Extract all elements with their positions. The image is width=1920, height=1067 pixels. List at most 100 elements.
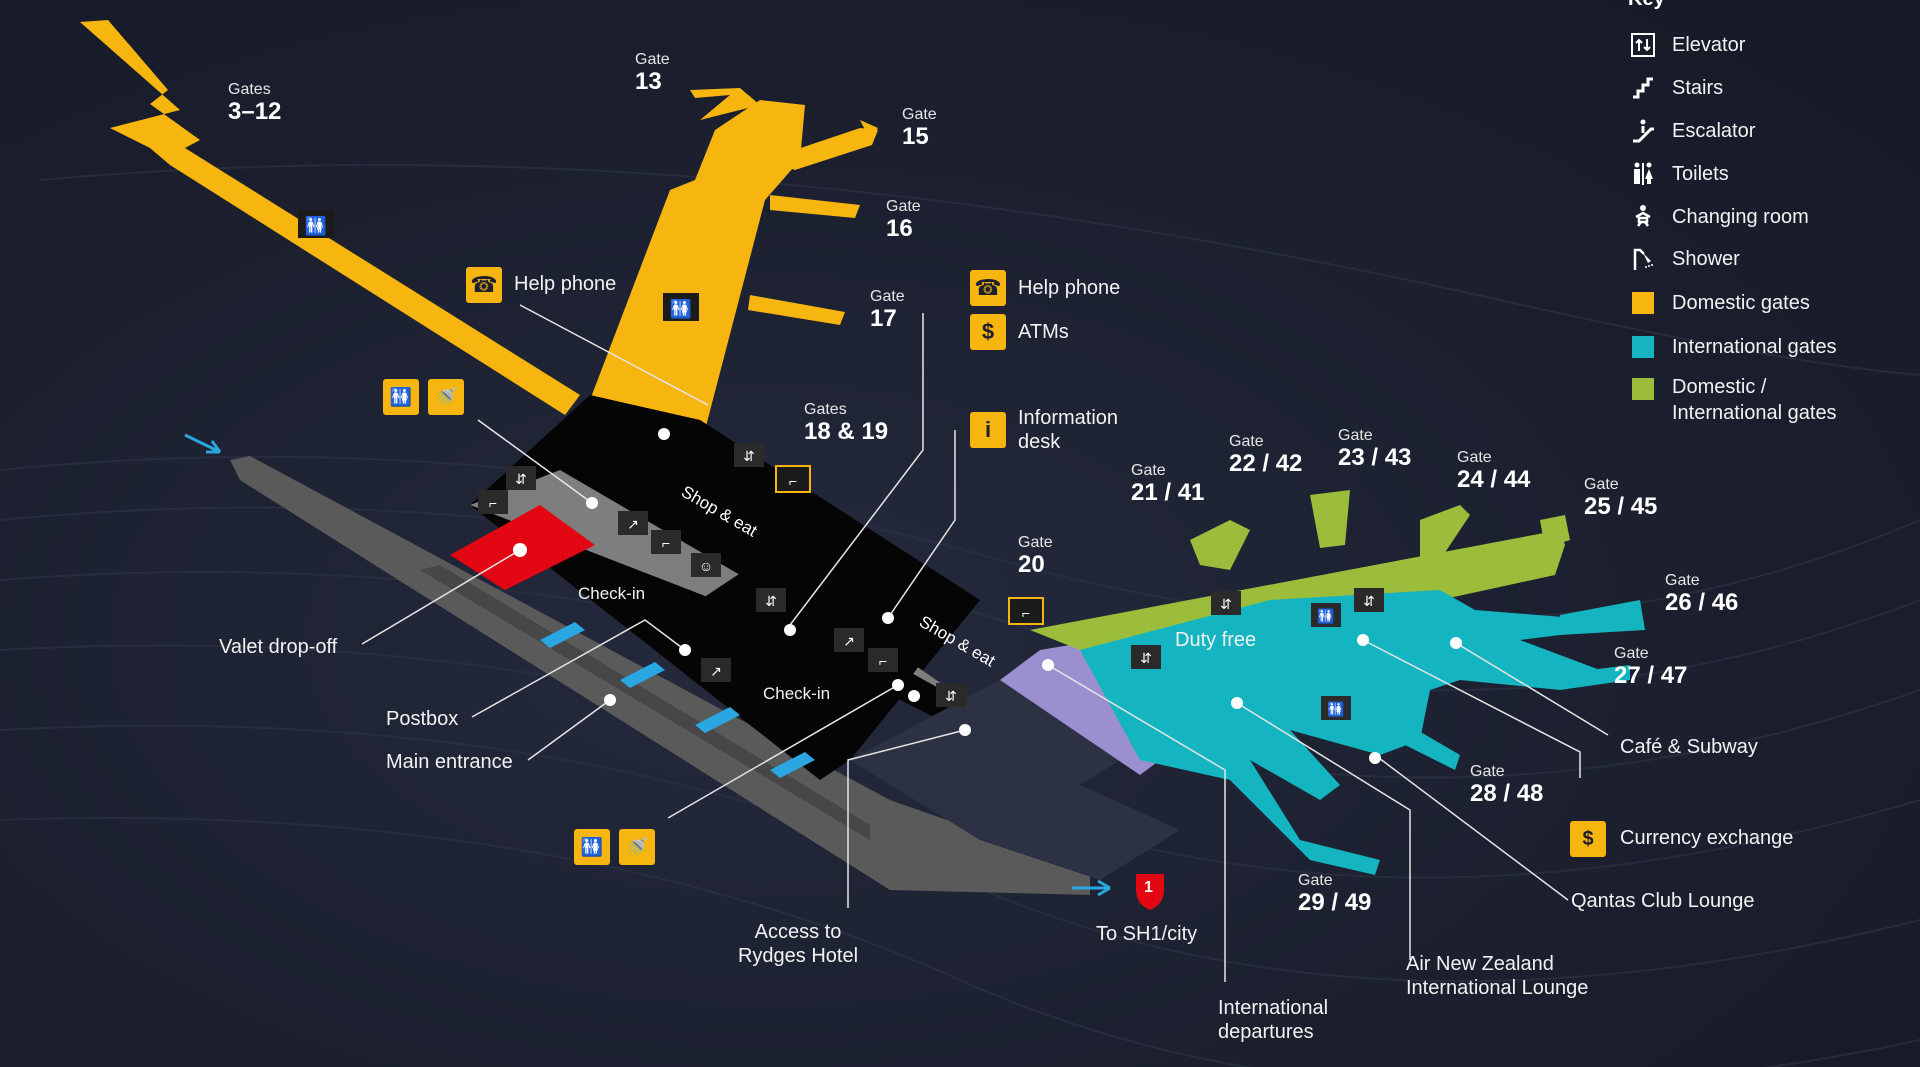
elevator-icon: ⇵: [1354, 588, 1384, 612]
gate-23-43-label: Gate 23 / 43: [1338, 427, 1412, 471]
elevator-icon: ⇵: [936, 683, 966, 707]
svg-text:⇵: ⇵: [1220, 596, 1232, 612]
svg-text:↗: ↗: [627, 516, 639, 532]
gate-18-19-label: Gates 18 & 19: [804, 401, 889, 445]
escalator-icon: ↗: [618, 511, 648, 535]
leader-lines: [361, 304, 1609, 982]
svg-text:⌐: ⌐: [489, 495, 497, 511]
air-nz-lounge-label: Air New Zealand International Lounge: [1406, 953, 1589, 999]
toilets-icon: 🚻: [663, 293, 699, 321]
domestic-pier-13-17: [590, 88, 878, 430]
help-phone-label-1: Help phone: [514, 273, 617, 295]
checkin-label-2: Check-in: [763, 684, 831, 703]
legend-row-elevator: Elevator: [1628, 30, 1745, 60]
sh1-shield-icon: [1136, 874, 1164, 910]
qantas-lounge-label: Qantas Club Lounge: [1571, 890, 1755, 912]
stairs-icon: ⌐: [868, 648, 898, 672]
shower-icon: [1628, 244, 1658, 274]
legend-label: Toilets: [1672, 163, 1729, 185]
legend-label: Elevator: [1672, 34, 1746, 56]
svg-text:⌐: ⌐: [662, 535, 670, 551]
legend-label: Shower: [1672, 248, 1740, 270]
toilets-icon: 🚻: [1311, 603, 1341, 627]
rydges-access-area: [850, 680, 1180, 880]
svg-text:🚻: 🚻: [305, 215, 327, 236]
valet-dropoff-label: Valet drop-off: [219, 636, 338, 658]
legend-label: Domestic / International gates: [1672, 376, 1837, 424]
gate-26-46-label: Gate 26 / 46: [1665, 572, 1739, 616]
elevator-icon: ⇵: [1131, 645, 1161, 669]
stairs-icon: [1628, 73, 1658, 103]
access-rydges-label: Access to Rydges Hotel: [737, 921, 859, 967]
currency-exchange-icon: $: [1570, 821, 1606, 857]
help-phone-icon: ☎: [466, 267, 502, 303]
gate-22-42-label: Gate 22 / 42: [1229, 433, 1303, 477]
legend-label: Escalator: [1672, 120, 1756, 142]
toilets-icon: 🚻: [1321, 696, 1351, 720]
legend-row-shower: Shower: [1628, 244, 1740, 274]
information-icon: i: [970, 412, 1006, 448]
gate-13-label: Gate 13: [635, 51, 670, 95]
svg-text:⇵: ⇵: [515, 471, 527, 487]
legend-row-stairs: Stairs: [1628, 73, 1723, 103]
gate-29-49-label: Gate 29 / 49: [1298, 872, 1372, 916]
stairs-icon: ⌐: [651, 530, 681, 554]
gate-28-48-label: Gate 28 / 48: [1470, 763, 1544, 807]
escalator-icon: [1628, 116, 1658, 146]
gate-16-label: Gate 16: [886, 198, 921, 242]
elevator-icon: [1628, 30, 1658, 60]
legend-title: Key: [1628, 0, 1665, 11]
shower-icon: 🚿: [619, 829, 655, 865]
stairs-icon: ⌐: [478, 490, 508, 514]
elevator-icon: ⇵: [756, 588, 786, 612]
svg-text:☺: ☺: [699, 558, 713, 574]
gate-17-label: Gate 17: [870, 288, 905, 332]
domestic-international-pier: [1030, 490, 1570, 660]
help-phone-label-2: Help phone: [1018, 277, 1121, 299]
legend-row-changing-room: Changing room: [1628, 202, 1809, 232]
shower-icon: 🚿: [428, 379, 464, 415]
domestic-terminal-building: [470, 395, 980, 780]
domestic-pier-3-12: [80, 20, 580, 415]
svg-text:⌐: ⌐: [789, 473, 797, 489]
legend-row-dom-int: Domestic / International gates: [1628, 374, 1862, 430]
sh1-shield-number: 1: [1144, 879, 1153, 896]
svg-text:⇵: ⇵: [945, 688, 957, 704]
gate-15-label: Gate 15: [902, 106, 937, 150]
information-desk-label: Information desk: [1018, 407, 1119, 453]
international-departures-label: International departures: [1218, 997, 1329, 1043]
legend-label: Stairs: [1672, 77, 1724, 99]
legend-row-escalator: Escalator: [1628, 116, 1755, 146]
legend-row-toilets: Toilets: [1628, 159, 1729, 189]
gate-3-12-label: Gates 3–12: [228, 81, 282, 125]
cafe-subway-label: Café & Subway: [1620, 736, 1758, 758]
stairs-icon: ⌐: [1008, 597, 1044, 625]
gate-24-44-label: Gate 24 / 44: [1457, 449, 1531, 493]
svg-text:↗: ↗: [710, 663, 722, 679]
gate-25-45-label: Gate 25 / 45: [1584, 476, 1658, 520]
entrance-arrows: [540, 622, 815, 778]
to-sh1-city-label: To SH1/city: [1096, 923, 1198, 945]
international-swatch: [1632, 336, 1654, 358]
legend-label: Domestic gates: [1672, 292, 1810, 314]
main-entrance-label: Main entrance: [386, 751, 513, 773]
gate-27-47-label: Gate 27 / 47: [1614, 645, 1688, 689]
elevator-icon: ⇵: [734, 443, 764, 467]
legend-row-domestic: Domestic gates: [1628, 288, 1810, 318]
toilets-icon: 🚻: [574, 829, 610, 865]
dom-int-swatch: [1632, 378, 1654, 400]
domestic-swatch: [1632, 292, 1654, 314]
callout-dots: [513, 428, 1462, 764]
legend-label: Changing room: [1672, 206, 1809, 228]
postbox-label: Postbox: [386, 708, 459, 730]
legend-label: International gates: [1672, 336, 1837, 358]
svg-text:⇵: ⇵: [1363, 593, 1375, 609]
gate-21-41-label: Gate 21 / 41: [1131, 462, 1205, 506]
svg-text:🚻: 🚻: [1317, 608, 1334, 625]
svg-text:⌐: ⌐: [879, 653, 887, 669]
svg-text:⌐: ⌐: [1022, 605, 1030, 621]
legend-row-international: International gates: [1628, 332, 1837, 362]
changing-room-icon: [1628, 202, 1658, 232]
svg-text:↗: ↗: [843, 633, 855, 649]
